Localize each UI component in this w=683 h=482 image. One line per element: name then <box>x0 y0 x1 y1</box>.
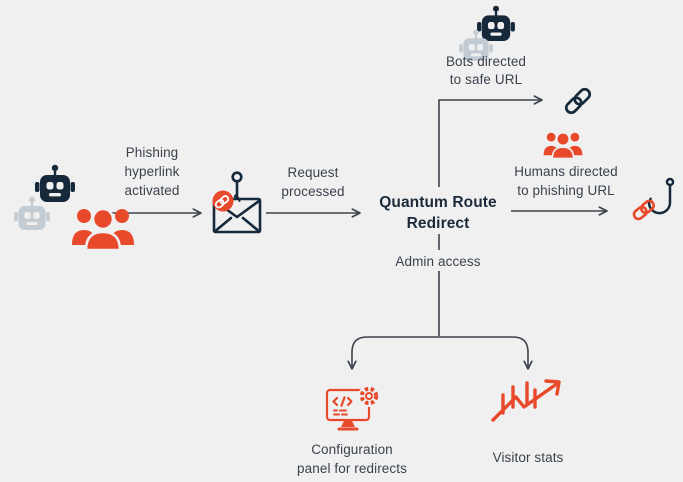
config-node-label: Configuration panel for redirects <box>297 442 407 476</box>
config-panel-icon <box>325 385 380 431</box>
stats-chart-icon <box>491 379 561 422</box>
bot-muted-icon <box>14 196 50 230</box>
branch-label-humans: Humans directed to phishing URL <box>514 164 618 198</box>
edge-label-request: Request processed <box>281 165 345 199</box>
edge-label-admin: Admin access <box>395 254 481 269</box>
branch-label-bots: Bots directed to safe URL <box>445 54 527 87</box>
users-icon <box>71 203 135 251</box>
stats-node-label: Visitor stats <box>492 450 564 465</box>
edge-label-phishing: Phishing hyperlink activated <box>124 145 180 198</box>
fishhook-icon <box>632 177 675 221</box>
users-icon <box>543 129 583 159</box>
envelope-hook-icon <box>212 171 262 234</box>
link-icon <box>561 84 595 118</box>
router-node-title: Quantum Route Redirect <box>379 194 497 232</box>
